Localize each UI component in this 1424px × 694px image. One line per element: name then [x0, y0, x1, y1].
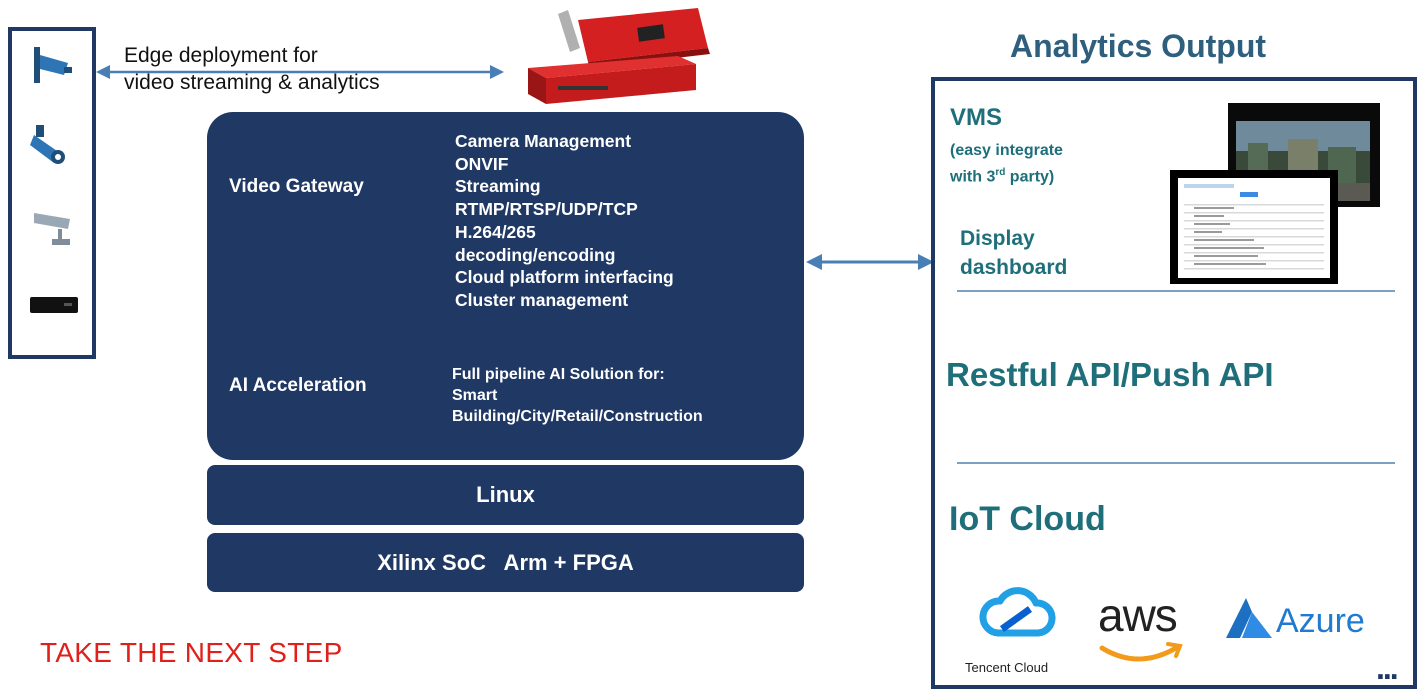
- analytics-output-title: Analytics Output: [1010, 28, 1267, 64]
- display-line2: dashboard: [960, 256, 1068, 279]
- analytics-output-panel: [931, 77, 1417, 689]
- edge-text-line2: video streaming & analytics: [124, 71, 380, 94]
- nvr-box-icon: [30, 297, 78, 313]
- feature-item: ONVIF: [455, 153, 509, 174]
- tencent-cloud-label: Tencent Cloud: [965, 660, 1049, 675]
- vms-sub-line2: with 3rd party): [950, 162, 1063, 188]
- vms-sub-prefix: with 3: [950, 168, 996, 186]
- ai-acceleration-features: Full pipeline AI Solution for: Smart Bui…: [452, 364, 703, 427]
- video-gateway-features: Camera Management ONVIF Streaming RTMP/R…: [455, 130, 674, 312]
- vms-sub-sup: rd: [995, 167, 1006, 178]
- ai-item: Smart: [452, 387, 498, 404]
- ai-acceleration-label: AI Acceleration: [229, 375, 367, 396]
- gateway-box: Video Gateway Camera Management ONVIF St…: [207, 112, 804, 460]
- video-gateway-label: Video Gateway: [229, 176, 364, 197]
- vms-sub-line1: (easy integrate: [950, 142, 1063, 159]
- display-line1: Display: [960, 227, 1035, 250]
- fpga-hardware-image: [528, 8, 710, 104]
- edge-text-line1: Edge deployment for: [124, 44, 318, 67]
- iot-cloud-label: IoT Cloud: [949, 500, 1106, 538]
- more-clouds-ellipsis: ...: [1376, 650, 1399, 686]
- azure-logo-text: Azure: [1276, 602, 1365, 640]
- vms-subtitle: (easy integrate with 3rd party): [950, 140, 1063, 188]
- output-arrow: [806, 254, 934, 270]
- feature-item: RTMP/RTSP/UDP/TCP: [455, 199, 638, 220]
- feature-item: Cluster management: [455, 289, 629, 310]
- cta-text[interactable]: TAKE THE NEXT STEP: [40, 637, 343, 668]
- aws-smile-icon: [1099, 642, 1183, 662]
- bullet-camera-icon: [30, 125, 65, 164]
- feature-item: Cloud platform interfacing: [455, 267, 674, 288]
- restful-api-label: Restful API/Push API: [946, 356, 1274, 393]
- dome-camera-icon: [34, 47, 72, 83]
- azure-icon: [1226, 598, 1272, 638]
- feature-item: decoding/encoding: [455, 244, 616, 265]
- ai-item: Building/City/Retail/Construction: [452, 408, 703, 425]
- divider-1: [957, 290, 1395, 292]
- aws-logo-text: aws: [1098, 589, 1178, 641]
- feature-item: Streaming: [455, 176, 541, 197]
- tencent-cloud-icon: [979, 587, 1056, 637]
- security-camera-icon: [34, 213, 70, 245]
- feature-item: Camera Management: [455, 131, 632, 151]
- linux-layer: Linux: [207, 465, 804, 525]
- edge-arrow: [96, 65, 504, 79]
- soc-layer: Xilinx SoC Arm + FPGA: [207, 533, 804, 592]
- edge-deployment-text: Edge deployment for video streaming & an…: [124, 42, 380, 96]
- display-dashboard-label: Display dashboard: [960, 224, 1067, 282]
- feature-item: H.264/265: [455, 221, 536, 242]
- ai-item: Full pipeline AI Solution for:: [452, 366, 665, 383]
- dashboard-screenshot: [1170, 170, 1338, 284]
- vms-label: VMS: [950, 104, 1003, 131]
- divider-2: [957, 462, 1395, 464]
- vms-sub-suffix: party): [1005, 168, 1055, 186]
- device-column: [8, 27, 96, 359]
